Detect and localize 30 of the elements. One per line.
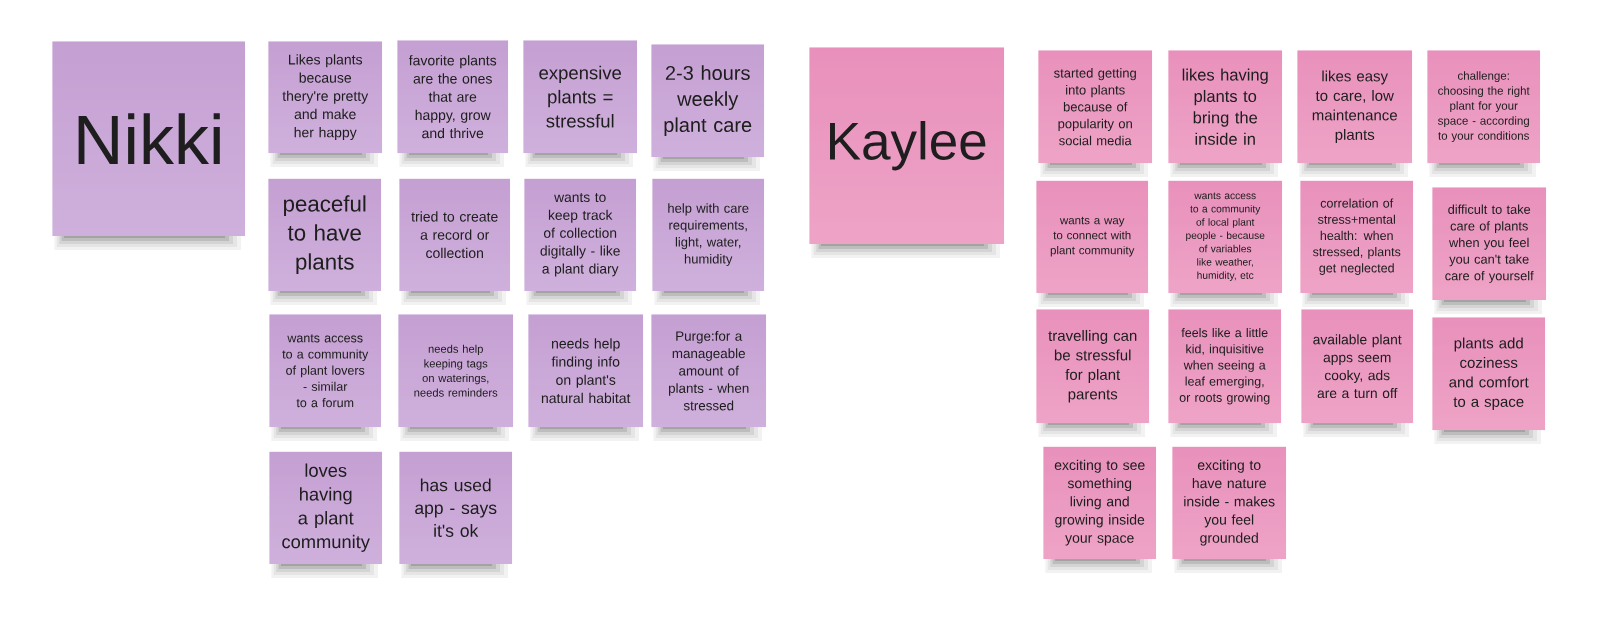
sticky-note: Nikki: [52, 41, 246, 250]
sticky-note: correlation of stress+mental health: when stressed, plants get neglected: [1300, 180, 1414, 307]
sticky-note: Kaylee: [809, 47, 1005, 258]
sticky-note: peaceful to have plants: [268, 178, 382, 305]
sticky-note: expensive plants = stressful: [523, 40, 638, 167]
sticky-note: exciting to have nature inside - makes you feel grounded: [1172, 446, 1287, 573]
sticky-note: Likes plants because thery're pretty and make her happy: [268, 41, 383, 167]
sticky-note: needs help keeping tags on waterings, needs reminders: [398, 314, 514, 441]
sticky-note: difficult to take care of plants when you feel you can't take care of yourself: [1432, 187, 1547, 314]
sticky-note: wants to keep track of collection digitally - like a plant diary: [524, 178, 637, 305]
sticky-note: likes having plants to bring the inside in: [1168, 50, 1283, 177]
sticky-note: loves having a plant community: [269, 451, 383, 578]
sticky-note: available plant apps seem cooky, ads are a turn off: [1301, 309, 1414, 437]
sticky-note: has used app - says it's ok: [399, 451, 513, 578]
sticky-note: started getting into plants because of popularity on social media: [1038, 50, 1153, 177]
sticky-note: challenge: choosing the right plant for your space - according to your conditions: [1427, 50, 1541, 177]
sticky-note: wants access to a community of plant lovers - similar to a forum: [269, 314, 382, 441]
sticky-note: help with care requirements, light, water, humidity: [652, 178, 765, 305]
sticky-note: feels like a little kid, inquisitive when seeing a leaf emerging, or roots growing: [1168, 309, 1282, 437]
sticky-note: Purge:for a manageable amount of plants - when stressed: [651, 314, 767, 441]
sticky-note: likes easy to care, low maintenance plants: [1297, 50, 1413, 177]
sticky-note: favorite plants are the ones that are happy, grow and thrive: [397, 40, 509, 167]
sticky-note: tried to create a record or collection: [399, 178, 511, 305]
sticky-note: travelling can be stressful for plant parents: [1036, 309, 1150, 437]
sticky-note: 2-3 hours weekly plant care: [651, 44, 765, 171]
sticky-note: wants a way to connect with plant community: [1036, 180, 1149, 307]
sticky-note: plants add coziness and comfort to a space: [1432, 317, 1546, 444]
sticky-note: exciting to see something living and growing inside your space: [1043, 446, 1157, 573]
sticky-note: needs help finding info on plant's natural habitat: [528, 314, 644, 441]
sticky-note: wants access to a community of local plant people - because of variables like weather, humidity, etc: [1168, 180, 1283, 307]
